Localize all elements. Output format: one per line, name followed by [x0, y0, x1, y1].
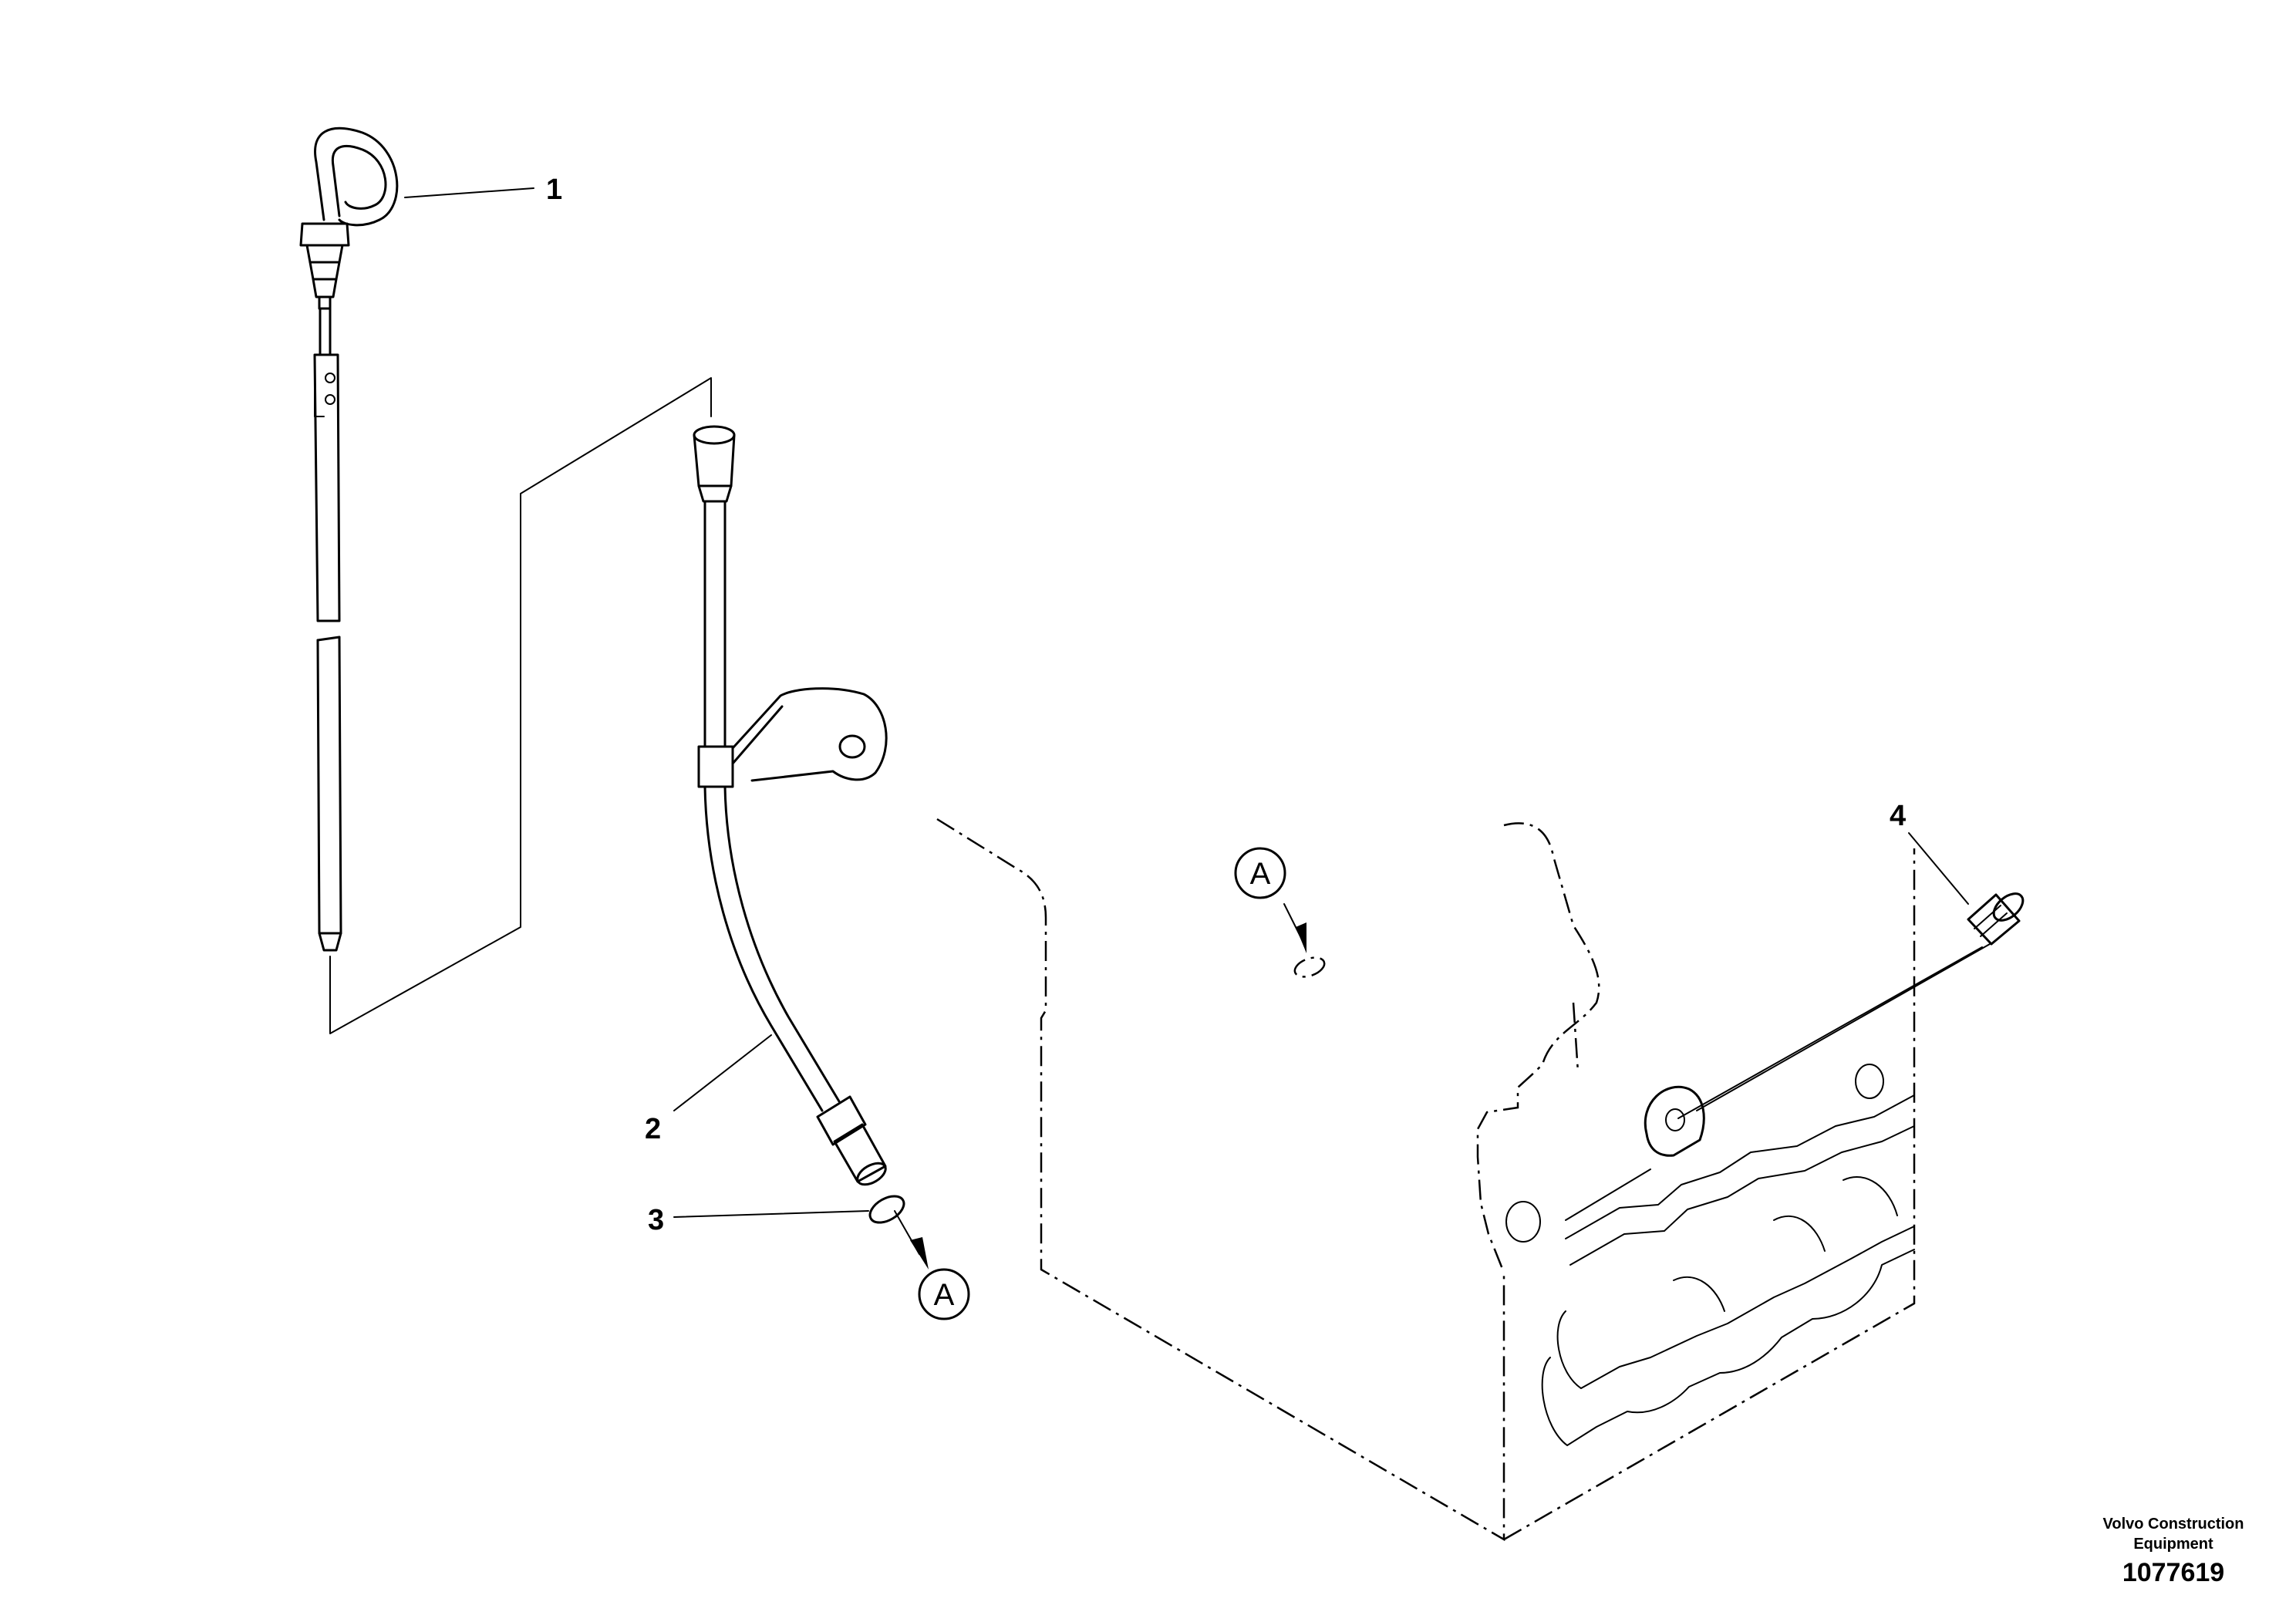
callout-4-leader — [1908, 832, 1969, 905]
reference-a-engine: A — [1234, 847, 1286, 899]
dipstick — [299, 126, 712, 1034]
svg-text:A: A — [934, 1278, 955, 1312]
dipstick-tube — [693, 425, 929, 1270]
credit-company-line1: Volvo Construction — [2103, 1516, 2244, 1533]
svg-text:A: A — [1250, 857, 1271, 891]
callout-2: 2 — [645, 1113, 661, 1145]
reference-a-tube: A — [918, 1268, 970, 1320]
drawing-number: 1077619 — [2122, 1558, 2224, 1587]
engine-block-outline — [936, 818, 1916, 1542]
plug — [1677, 892, 2025, 1119]
credit-company-line2: Equipment — [2133, 1536, 2213, 1553]
callout-3: 3 — [648, 1204, 664, 1236]
callout-1: 1 — [546, 174, 562, 206]
credit-block: Volvo Construction Equipment 1077619 — [2103, 1516, 2244, 1587]
o-ring — [868, 1195, 905, 1224]
callout-1-leader — [404, 187, 534, 198]
callout-3-leader — [673, 1210, 869, 1218]
callout-4: 4 — [1890, 800, 1906, 832]
callout-2-leader — [673, 1034, 772, 1111]
